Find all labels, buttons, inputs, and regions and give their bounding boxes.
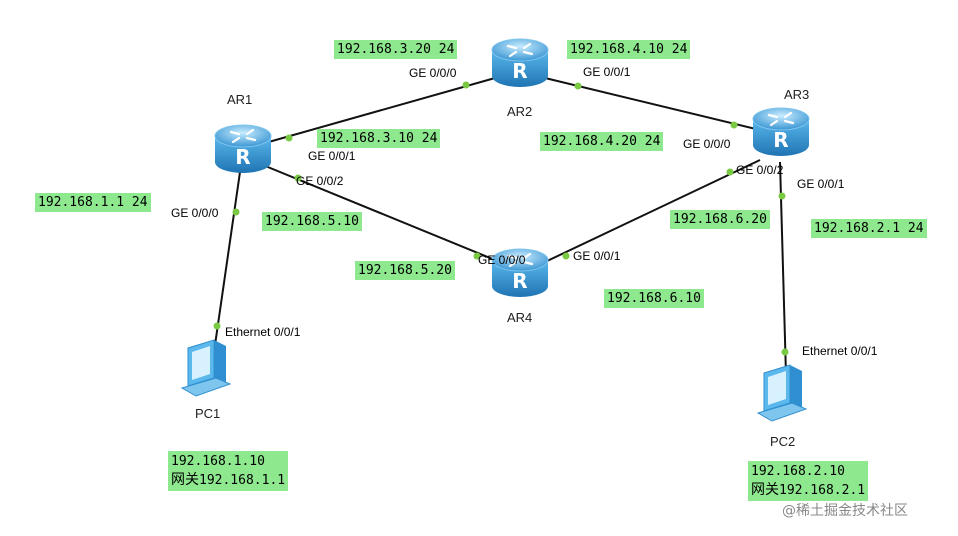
port-dot: [462, 81, 470, 89]
pc-pc1[interactable]: [181, 339, 231, 397]
pc1-ip: 192.168.1.10: [171, 454, 265, 469]
port-dot: [781, 348, 789, 356]
port-label-ar1-ge000: GE 0/0/0: [171, 206, 219, 220]
port-dot: [726, 168, 734, 176]
pc2-gateway-row: 网关192.168.2.1: [751, 481, 865, 500]
port-dot: [213, 322, 221, 330]
addr-ar3-ge002: 192.168.6.20: [670, 210, 770, 229]
addr-ar2-ge000: 192.168.3.20 24: [334, 40, 458, 59]
ar1-name: AR1: [227, 92, 253, 107]
link-ar1-ar2: [257, 77, 496, 146]
addr-ar3-ge001: 192.168.2.1 24: [811, 219, 927, 238]
addr-ar4-ge001: 192.168.6.10: [604, 289, 704, 308]
pc1-gateway-row: 网关192.168.1.1: [171, 471, 285, 490]
port-label-ar3-ge002: GE 0/0/2: [736, 163, 784, 177]
pc2-info: 192.168.2.10 网关192.168.2.1: [748, 461, 869, 501]
port-dot: [232, 208, 240, 216]
port-label-ar4-ge001: GE 0/0/1: [573, 249, 621, 263]
port-label-ar4-ge000: GE 0/0/0: [478, 253, 526, 267]
pc1-gateway-label: 网关: [171, 472, 199, 488]
port-label-ar2-ge001: GE 0/0/1: [583, 65, 631, 79]
addr-ar1-ge000: 192.168.1.1 24: [35, 193, 151, 212]
port-label-ar3-ge001: GE 0/0/1: [797, 177, 845, 191]
port-dot: [562, 252, 570, 260]
port-label-ar2-ge000: GE 0/0/0: [409, 66, 457, 80]
port-label-pc1-eth: Ethernet 0/0/1: [225, 325, 301, 339]
ar2-name: AR2: [507, 104, 533, 119]
pc2-gateway: 192.168.2.1: [779, 483, 866, 498]
port-label-pc2-eth: Ethernet 0/0/1: [802, 344, 878, 358]
pc1-name: PC1: [195, 406, 221, 421]
router-ar3[interactable]: [751, 106, 811, 158]
addr-ar1-ge002: 192.168.5.10: [262, 212, 362, 231]
addr-ar2-ge001: 192.168.4.10 24: [567, 40, 691, 59]
ar3-name: AR3: [784, 87, 810, 102]
link-ar1-pc1: [214, 171, 241, 346]
ar4-name: AR4: [507, 310, 533, 325]
port-dot: [778, 192, 786, 200]
addr-ar1-ge001: 192.168.3.10 24: [317, 129, 441, 148]
port-dot: [294, 174, 302, 182]
pc2-gateway-label: 网关: [751, 482, 779, 498]
pc2-ip: 192.168.2.10: [751, 464, 845, 479]
port-label-ar1-ge002: GE 0/0/2: [296, 174, 344, 188]
pc-pc2[interactable]: [757, 364, 807, 422]
port-dot: [473, 252, 481, 260]
pc1-gateway: 192.168.1.1: [199, 473, 286, 488]
port-dot: [574, 82, 582, 90]
router-ar2[interactable]: [490, 37, 550, 89]
port-dot: [730, 121, 738, 129]
port-dots: [213, 81, 789, 356]
port-label-ar3-ge000: GE 0/0/0: [683, 137, 731, 151]
port-dot: [285, 134, 293, 142]
pc2-name: PC2: [770, 434, 796, 449]
port-label-ar1-ge001: GE 0/0/1: [308, 149, 356, 163]
watermark: @稀土掘金技术社区: [782, 503, 908, 519]
addr-ar3-ge000: 192.168.4.20 24: [540, 132, 664, 151]
router-ar1[interactable]: [213, 123, 273, 175]
addr-ar4-ge000: 192.168.5.20: [355, 261, 455, 280]
link-ar4-ar3: [544, 159, 761, 263]
pc1-info: 192.168.1.10 网关192.168.1.1: [168, 451, 289, 491]
